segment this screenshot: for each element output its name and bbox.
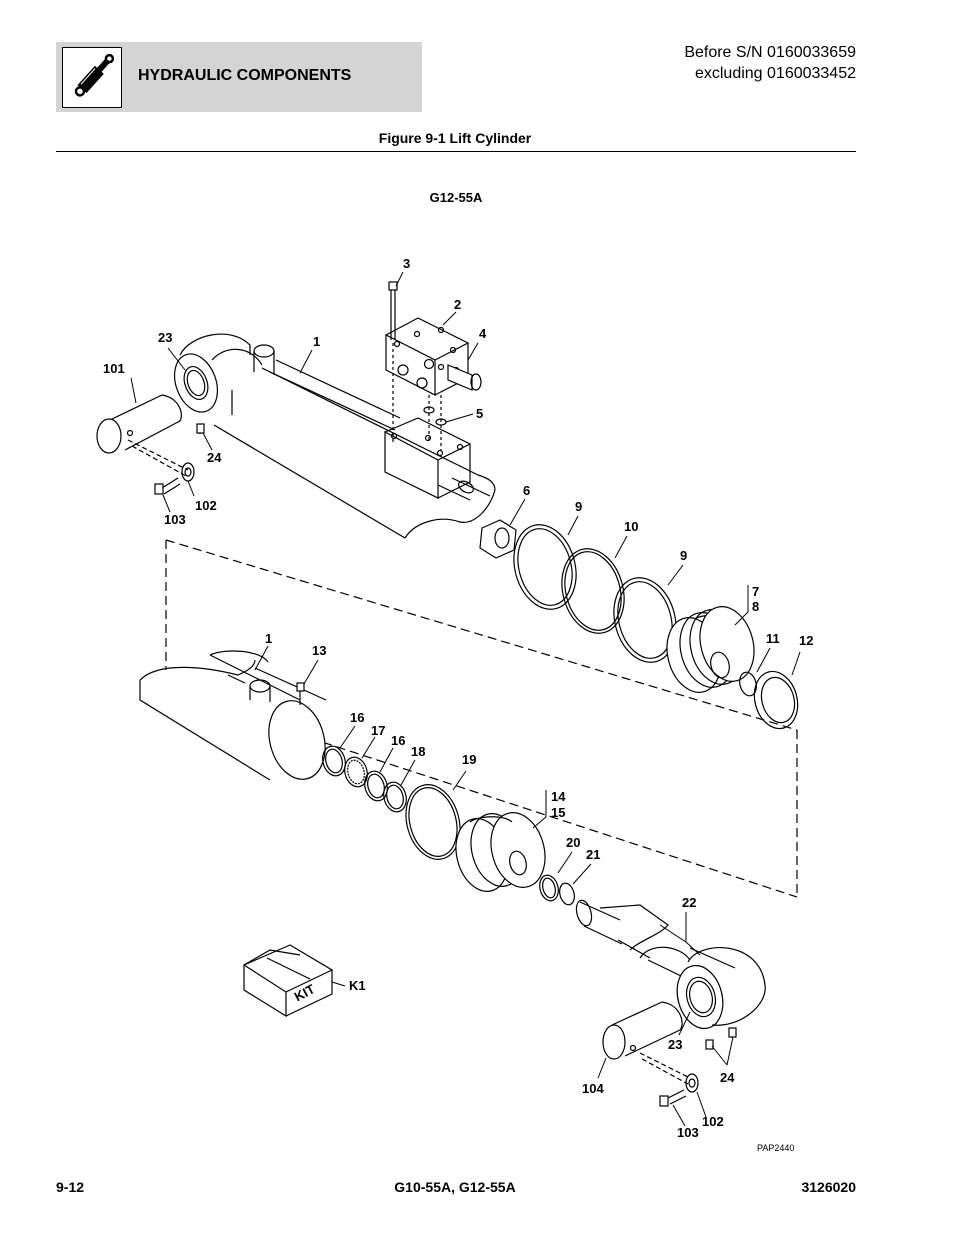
bolt-item-3: [388, 281, 398, 442]
o-ring-item-19: [405, 784, 461, 860]
footer-models: G10-55A, G12-55A: [394, 1179, 516, 1195]
wear-ring-18-inner: [386, 784, 404, 810]
piston-seal-ring: [561, 548, 625, 634]
callout-19: 19: [462, 752, 476, 767]
cylinder-barrel-lower: [139, 650, 327, 781]
section-title: HYDRAULIC COMPONENTS: [138, 67, 352, 84]
callout-13: 13: [312, 643, 326, 658]
piston: [666, 606, 755, 693]
rod-wiper-item-20-inner: [542, 877, 556, 899]
callout-20: 20: [566, 835, 580, 850]
pin-item-104: [602, 1001, 683, 1060]
callout-18: 18: [411, 744, 425, 759]
document-number: 3126020: [801, 1179, 856, 1195]
piston-rod: [575, 899, 691, 961]
drawing-id: PAP2440: [757, 1143, 794, 1153]
callout-101: 101: [103, 361, 125, 376]
callout-9-lower: 9: [680, 548, 687, 563]
o-ring-item-21: [559, 882, 575, 906]
rod-seal: [344, 756, 368, 788]
callout-4: 4: [479, 326, 487, 341]
seal-kit-box: [242, 944, 334, 1018]
page-number: 9-12: [56, 1179, 85, 1195]
serial-line-2: excluding 0160033452: [694, 65, 856, 82]
callout-21: 21: [586, 847, 600, 862]
callout-5: 5: [476, 406, 483, 421]
callout-103-upper: 103: [164, 512, 186, 527]
callout-15: 15: [551, 805, 565, 820]
nut-item-6: [479, 519, 517, 559]
callout-17: 17: [371, 723, 385, 738]
hydraulic-cylinder-icon: [62, 47, 122, 108]
callout-23-upper: 23: [158, 330, 172, 345]
callout-3: 3: [403, 256, 410, 271]
callout-103-lower: 103: [677, 1125, 699, 1140]
wiper-ring: [322, 745, 346, 777]
callout-1: 1: [313, 334, 320, 349]
wear-ring-lower: [613, 577, 677, 663]
leader-lines: [130, 271, 801, 1127]
callout-8: 8: [752, 599, 759, 614]
solenoid-valve: [447, 364, 482, 391]
callout-12: 12: [799, 633, 813, 648]
callout-11: 11: [766, 631, 780, 646]
wear-ring-18: [383, 781, 407, 813]
callout-9-upper: 9: [575, 499, 582, 514]
serial-note: Before S/N 0160033659 excluding 01600334…: [684, 42, 856, 84]
callout-7: 7: [752, 584, 759, 599]
callout-24-lower: 24: [720, 1070, 735, 1085]
callout-k1: K1: [349, 978, 366, 993]
rod-wiper-item-20: [539, 874, 559, 902]
piston-nut-item-12: [753, 670, 799, 730]
callout-1-lower: 1: [265, 631, 272, 646]
callout-23-lower: 23: [668, 1037, 682, 1052]
callout-10: 10: [624, 519, 638, 534]
rod-end-eye: [647, 947, 766, 1030]
backup-ring-inner: [367, 773, 385, 799]
cylinder-head: [455, 812, 546, 892]
pin-retainer-upper: [127, 423, 205, 495]
valve-block: [385, 317, 470, 396]
callout-2: 2: [454, 297, 461, 312]
callout-102-upper: 102: [195, 498, 217, 513]
callout-24-upper: 24: [207, 450, 222, 465]
o-ring-item-11: [739, 671, 757, 697]
callout-labels: 1 2 3 4 5 6 9 10 9 7 8 11 12 101 23 24 1…: [103, 256, 813, 1140]
callout-22: 22: [682, 895, 696, 910]
rod-seal-inner: [347, 759, 365, 785]
pin-retainer-lower: [639, 1027, 737, 1107]
wiper-ring-inner: [325, 748, 343, 774]
cylinder-barrel-upper: [173, 333, 496, 539]
header-divider: [56, 151, 856, 152]
callout-104: 104: [582, 1081, 604, 1096]
callout-102-lower: 102: [702, 1114, 724, 1129]
callout-14: 14: [551, 789, 566, 804]
callout-16-first: 16: [350, 710, 364, 725]
assembly-centerline: [165, 539, 798, 898]
model-label: G12-55A: [430, 190, 483, 205]
callout-6: 6: [523, 483, 530, 498]
backup-ring: [364, 770, 388, 802]
figure-title: Figure 9-1 Lift Cylinder: [378, 130, 532, 146]
wear-ring-upper: [513, 524, 577, 610]
serial-line-1: Before S/N 0160033659: [684, 44, 856, 61]
callout-16-second: 16: [391, 733, 405, 748]
pin-item-101: [96, 394, 182, 454]
section-header: HYDRAULIC COMPONENTS: [56, 42, 422, 112]
